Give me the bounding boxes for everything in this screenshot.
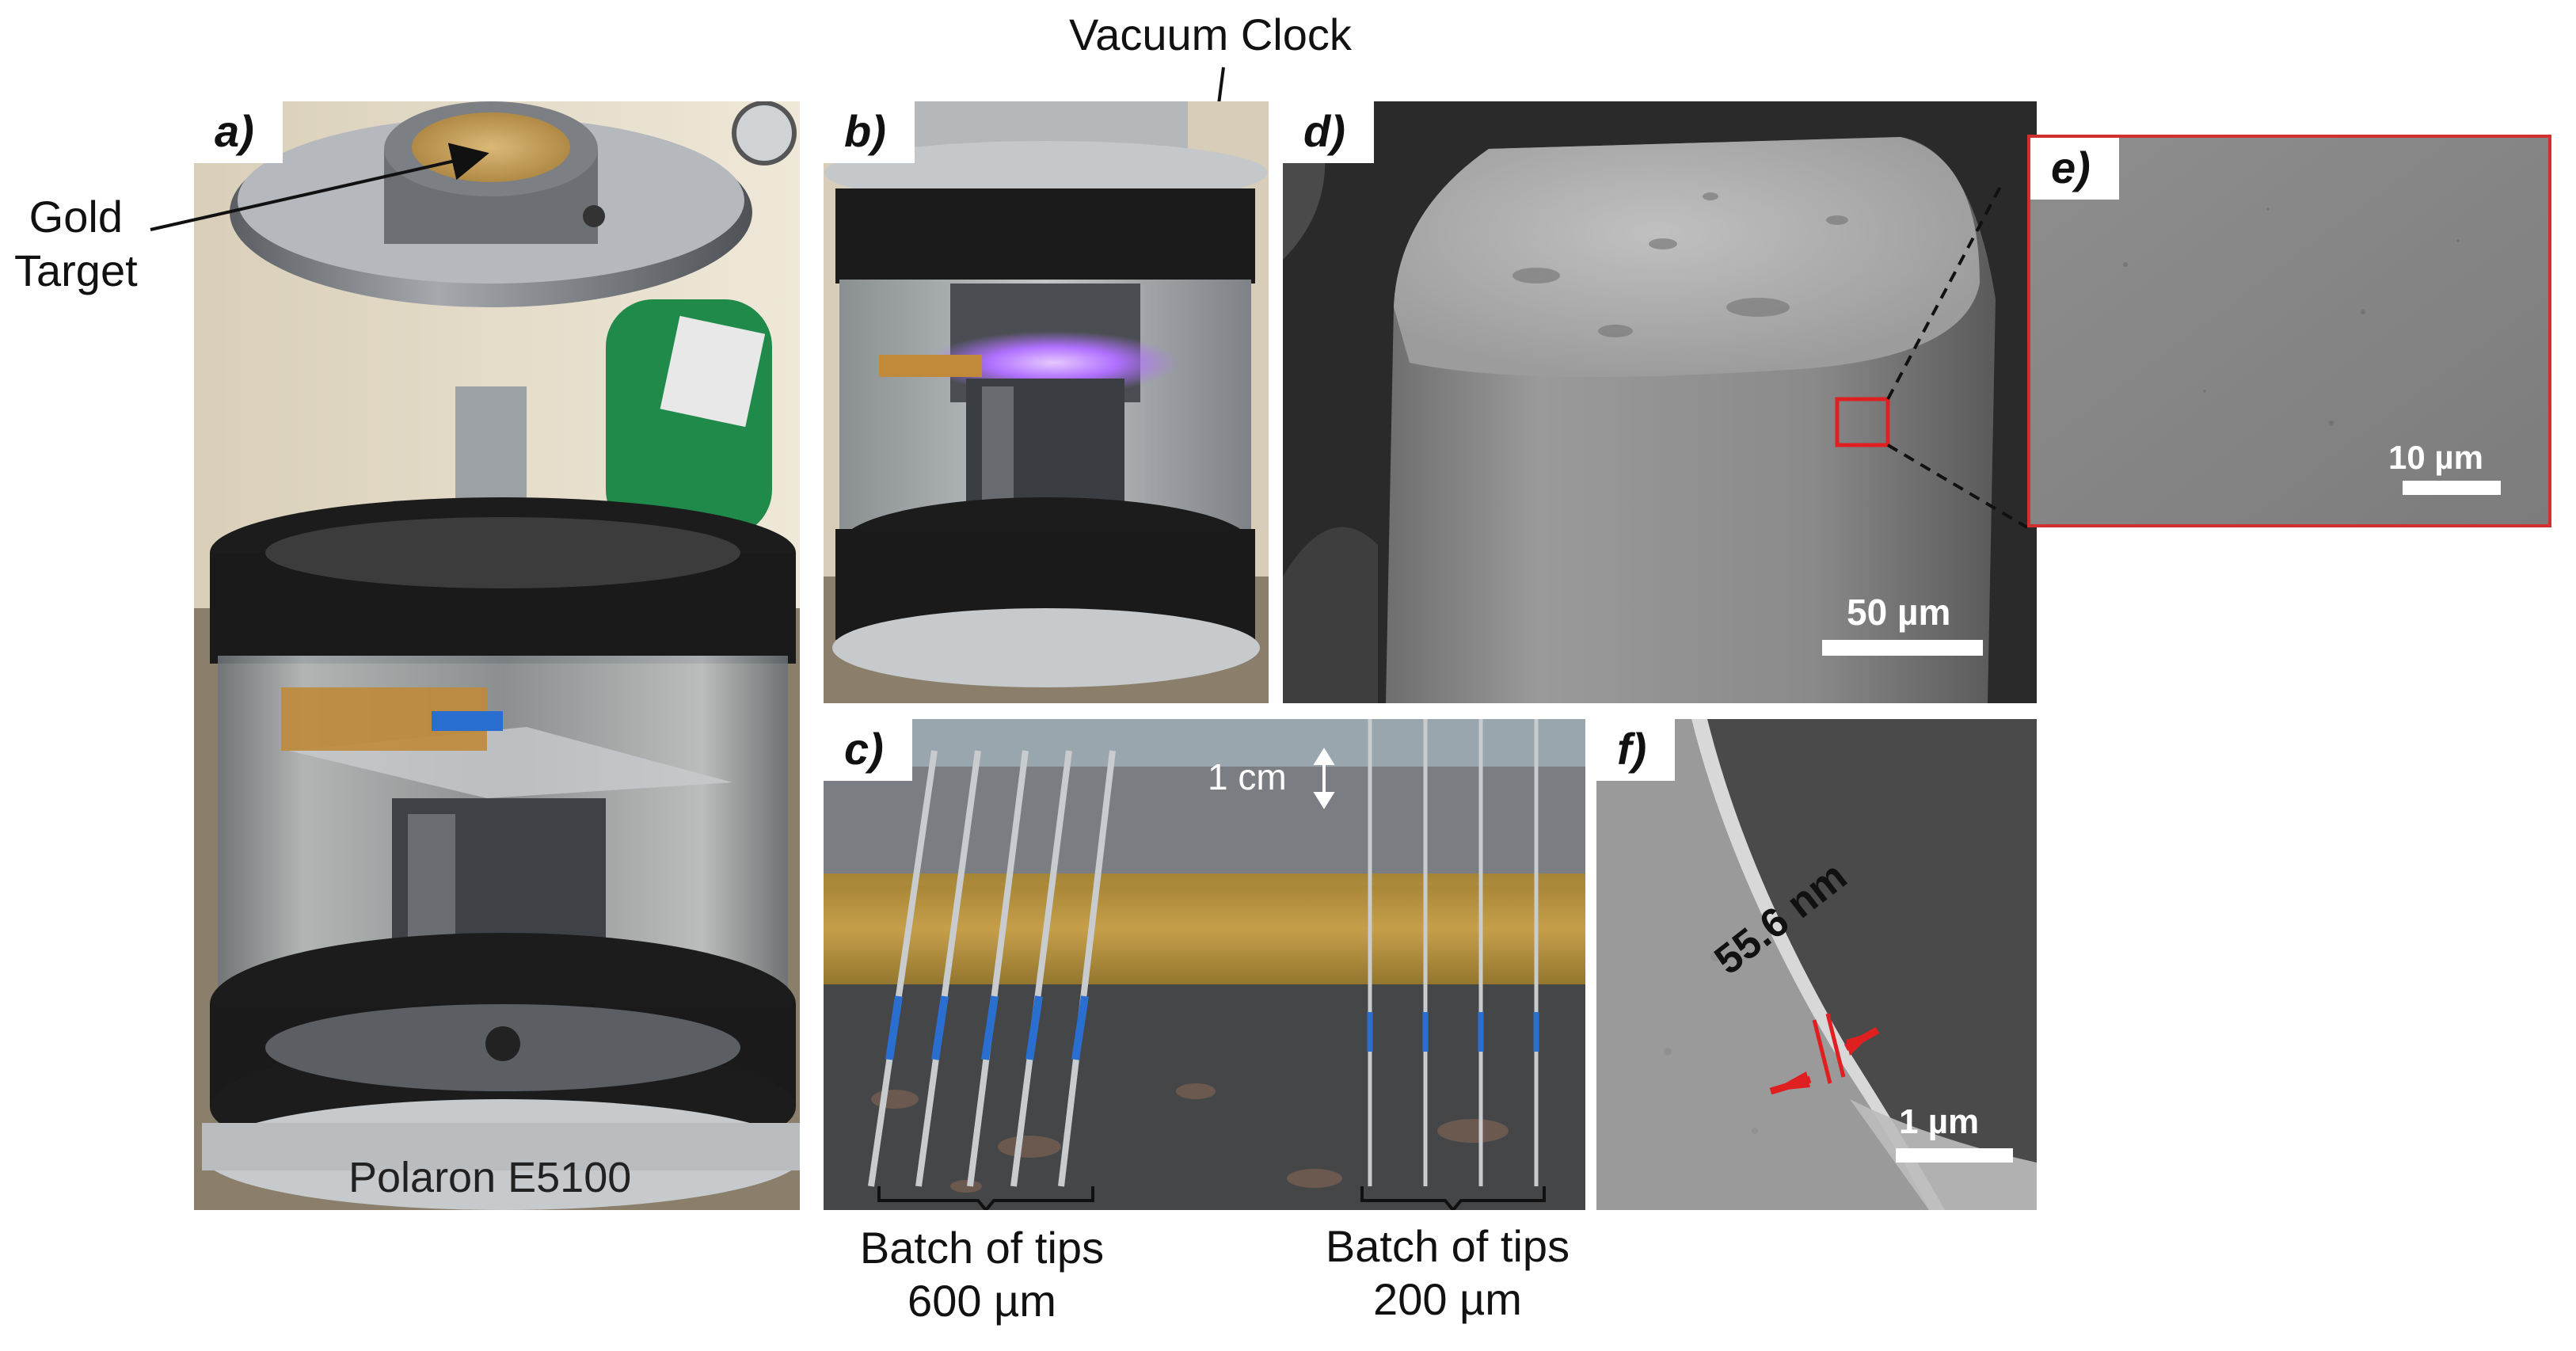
panel-a-label: a) — [194, 101, 283, 163]
tips-batch-photo — [824, 719, 1585, 1210]
panel-f-sem: f) 55.6 nm 1 µm — [1596, 719, 2037, 1210]
panel-c-scale-label: 1 cm — [1208, 756, 1287, 797]
panel-e-sem: e) 10 µm — [2027, 135, 2551, 527]
coating-thickness-sem-image — [1596, 719, 2037, 1210]
panel-c-photo: c) 1 cm — [824, 719, 1585, 1210]
batch-200-label: Batch of tips 200 µm — [1305, 1220, 1590, 1326]
panel-e-scalebar — [2403, 481, 2501, 495]
batch-600-line-2: 600 µm — [907, 1276, 1056, 1326]
panel-d-label: d) — [1283, 101, 1374, 163]
tips-200-group — [1368, 719, 1539, 1186]
batch-200-line-1: Batch of tips — [1325, 1221, 1570, 1271]
panel-c-label: c) — [824, 719, 912, 781]
zoom-region-marker — [1835, 397, 1890, 447]
panel-f-label: f) — [1596, 719, 1676, 781]
gold-target-label: Gold Target — [14, 190, 138, 299]
panel-d-scale-label: 50 µm — [1847, 592, 1951, 633]
gold-target-line-2: Target — [14, 245, 138, 296]
surface-zoom-sem-image — [2030, 138, 2548, 524]
panel-e-label: e) — [2030, 138, 2119, 200]
chamber-plasma-photo — [824, 101, 1269, 703]
batch-600-line-1: Batch of tips — [859, 1223, 1105, 1273]
tips-600-group — [868, 750, 1116, 1187]
gold-target-line-1: Gold — [29, 192, 123, 242]
panel-f-scalebar — [1896, 1148, 2013, 1163]
batch-200-line-2: 200 µm — [1373, 1274, 1522, 1325]
panel-b-photo: b) — [824, 101, 1269, 703]
batch-600-label: Batch of tips 600 µm — [839, 1221, 1124, 1327]
sputter-coater-photo — [194, 101, 800, 1210]
panel-d-scalebar — [1822, 640, 1983, 656]
panel-a-photo: a) Polaron E5100 — [194, 101, 800, 1210]
tip-end-sem-image — [1283, 101, 2037, 703]
gold-target-arrow — [150, 143, 489, 231]
panel-e-scale-label: 10 µm — [2388, 439, 2483, 476]
panel-d-sem: d) 50 µm — [1283, 101, 2037, 703]
panel-f-scale-label: 1 µm — [1899, 1102, 1980, 1141]
panel-a-caption: Polaron E5100 — [348, 1154, 632, 1202]
panel-b-label: b) — [824, 101, 915, 163]
vacuum-clock-label: Vacuum Clock — [1069, 10, 1352, 59]
